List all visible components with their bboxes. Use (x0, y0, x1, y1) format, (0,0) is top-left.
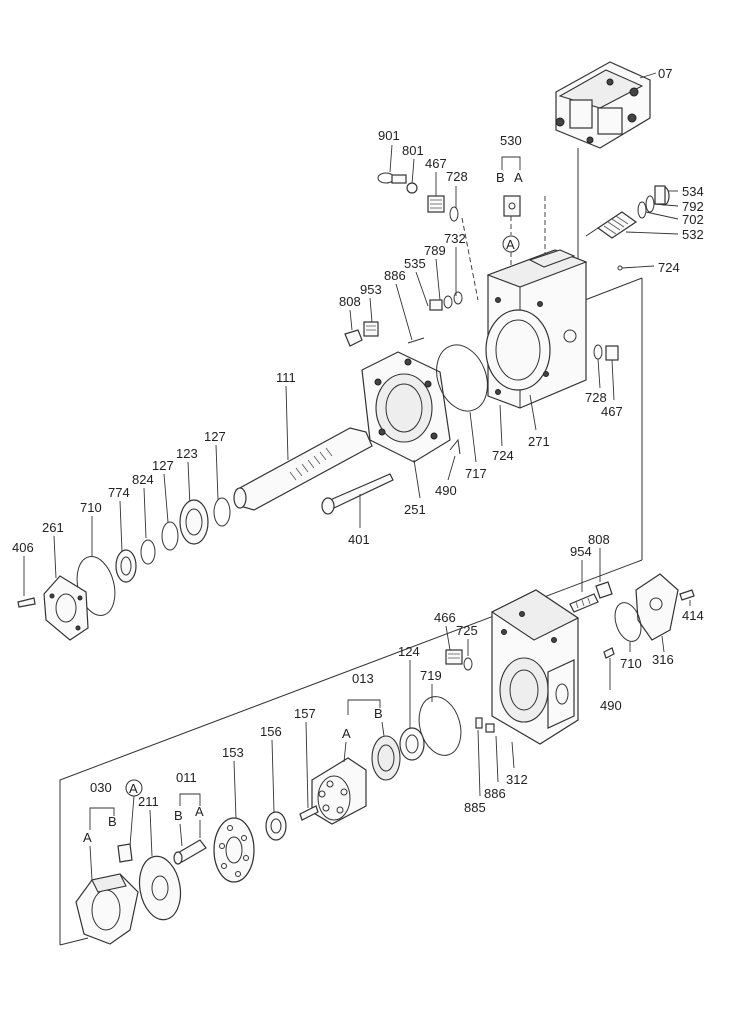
label-724-mid: 724 (492, 448, 514, 463)
label-717: 717 (465, 466, 487, 481)
bearing-124: 124 (398, 644, 425, 761)
label-211: 211 (138, 794, 159, 809)
parts-535-group: 732 789 535 (404, 231, 466, 311)
label-885: 885 (464, 800, 486, 815)
parts-013-group: 013 A B (311, 671, 401, 825)
label-124: 124 (398, 644, 420, 659)
plate-211: 211 (138, 794, 182, 921)
label-789: 789 (424, 243, 446, 258)
label-808-top: 808 (339, 294, 361, 309)
label-824: 824 (132, 472, 154, 487)
label-011: 011 (176, 770, 197, 785)
label-530-a: A (514, 170, 523, 185)
parts-728-467-right: 728 467 (585, 344, 623, 419)
label-534: 534 (682, 184, 704, 199)
label-011-a: A (195, 804, 204, 819)
label-030-circle-a: A (129, 781, 138, 796)
label-467-right: 467 (601, 404, 623, 419)
label-401: 401 (348, 532, 370, 547)
label-719: 719 (420, 668, 442, 683)
label-953: 953 (360, 282, 382, 297)
label-127-right: 127 (204, 429, 226, 444)
label-954: 954 (570, 544, 592, 559)
parts-954-group: 954 808 (569, 532, 613, 613)
parts-011-group: 011 B A (173, 770, 207, 865)
gasket-719: 719 (418, 668, 462, 756)
label-532: 532 (682, 227, 704, 242)
label-251: 251 (404, 502, 426, 517)
pin-157: 157 (294, 706, 319, 821)
part-530: 530 B A A (496, 133, 546, 282)
label-535: 535 (404, 256, 426, 271)
label-801: 801 (402, 143, 424, 158)
label-157: 157 (294, 706, 316, 721)
label-406: 406 (12, 540, 34, 555)
label-710-right: 710 (620, 656, 642, 671)
regulator-07: 07 (555, 61, 672, 282)
label-414: 414 (682, 608, 704, 623)
label-011-b: B (174, 808, 183, 823)
plate-153: 153 (213, 745, 255, 883)
label-901: 901 (378, 128, 400, 143)
label-530-circle-a: A (506, 237, 515, 252)
label-886-top: 886 (384, 268, 406, 283)
housing-312: 312 886 885 (464, 589, 580, 815)
label-725: 725 (456, 623, 478, 638)
label-030-b: B (108, 814, 117, 829)
label-490-right: 490 (600, 698, 622, 713)
label-728-right: 728 (585, 390, 607, 405)
label-127-left: 127 (152, 458, 174, 473)
label-013-b: B (374, 706, 383, 721)
label-07: 07 (658, 66, 672, 81)
label-530-b: B (496, 170, 505, 185)
label-530: 530 (500, 133, 522, 148)
cover-261: 261 406 (12, 520, 89, 641)
label-466: 466 (434, 610, 456, 625)
label-792: 792 (682, 199, 704, 214)
housing-271: 271 (485, 249, 588, 449)
label-156: 156 (260, 724, 282, 739)
label-808-right: 808 (588, 532, 610, 547)
label-886-bottom: 886 (484, 786, 506, 801)
parts-466-group: 466 725 (434, 610, 478, 671)
cover-316: 316 414 710 490 (600, 573, 704, 713)
parts-901-group: 901 801 467 728 (377, 128, 479, 301)
label-732: 732 (444, 231, 466, 246)
cover-251: 251 (361, 351, 451, 517)
label-490-top: 490 (435, 483, 457, 498)
label-728: 728 (446, 169, 468, 184)
label-316: 316 (652, 652, 674, 667)
gasket-717: 717 724 490 (435, 344, 514, 498)
label-702: 702 (682, 212, 704, 227)
swash-030: 030 B A A (75, 779, 143, 945)
label-013: 013 (352, 671, 374, 686)
parts-886-group: 886 953 808 (339, 268, 425, 347)
label-312: 312 (506, 772, 528, 787)
label-271: 271 (528, 434, 550, 449)
label-030: 030 (90, 780, 112, 795)
label-724-top: 724 (658, 260, 680, 275)
label-111: 111 (276, 370, 296, 385)
label-153: 153 (222, 745, 244, 760)
part-534-stack: 534 792 702 532 724 (585, 184, 704, 275)
bushing-156: 156 (260, 724, 287, 841)
label-710-left: 710 (80, 500, 102, 515)
label-123: 123 (176, 446, 198, 461)
assembly-frame (59, 277, 643, 946)
shaft-111: 111 (233, 370, 373, 511)
label-261: 261 (42, 520, 64, 535)
label-467: 467 (425, 156, 447, 171)
label-774: 774 (108, 485, 130, 500)
bearing-stack: 127 123 127 824 774 710 (76, 429, 231, 616)
label-030-a: A (83, 830, 92, 845)
bolt-401: 401 (321, 473, 394, 547)
label-013-a: A (342, 726, 351, 741)
